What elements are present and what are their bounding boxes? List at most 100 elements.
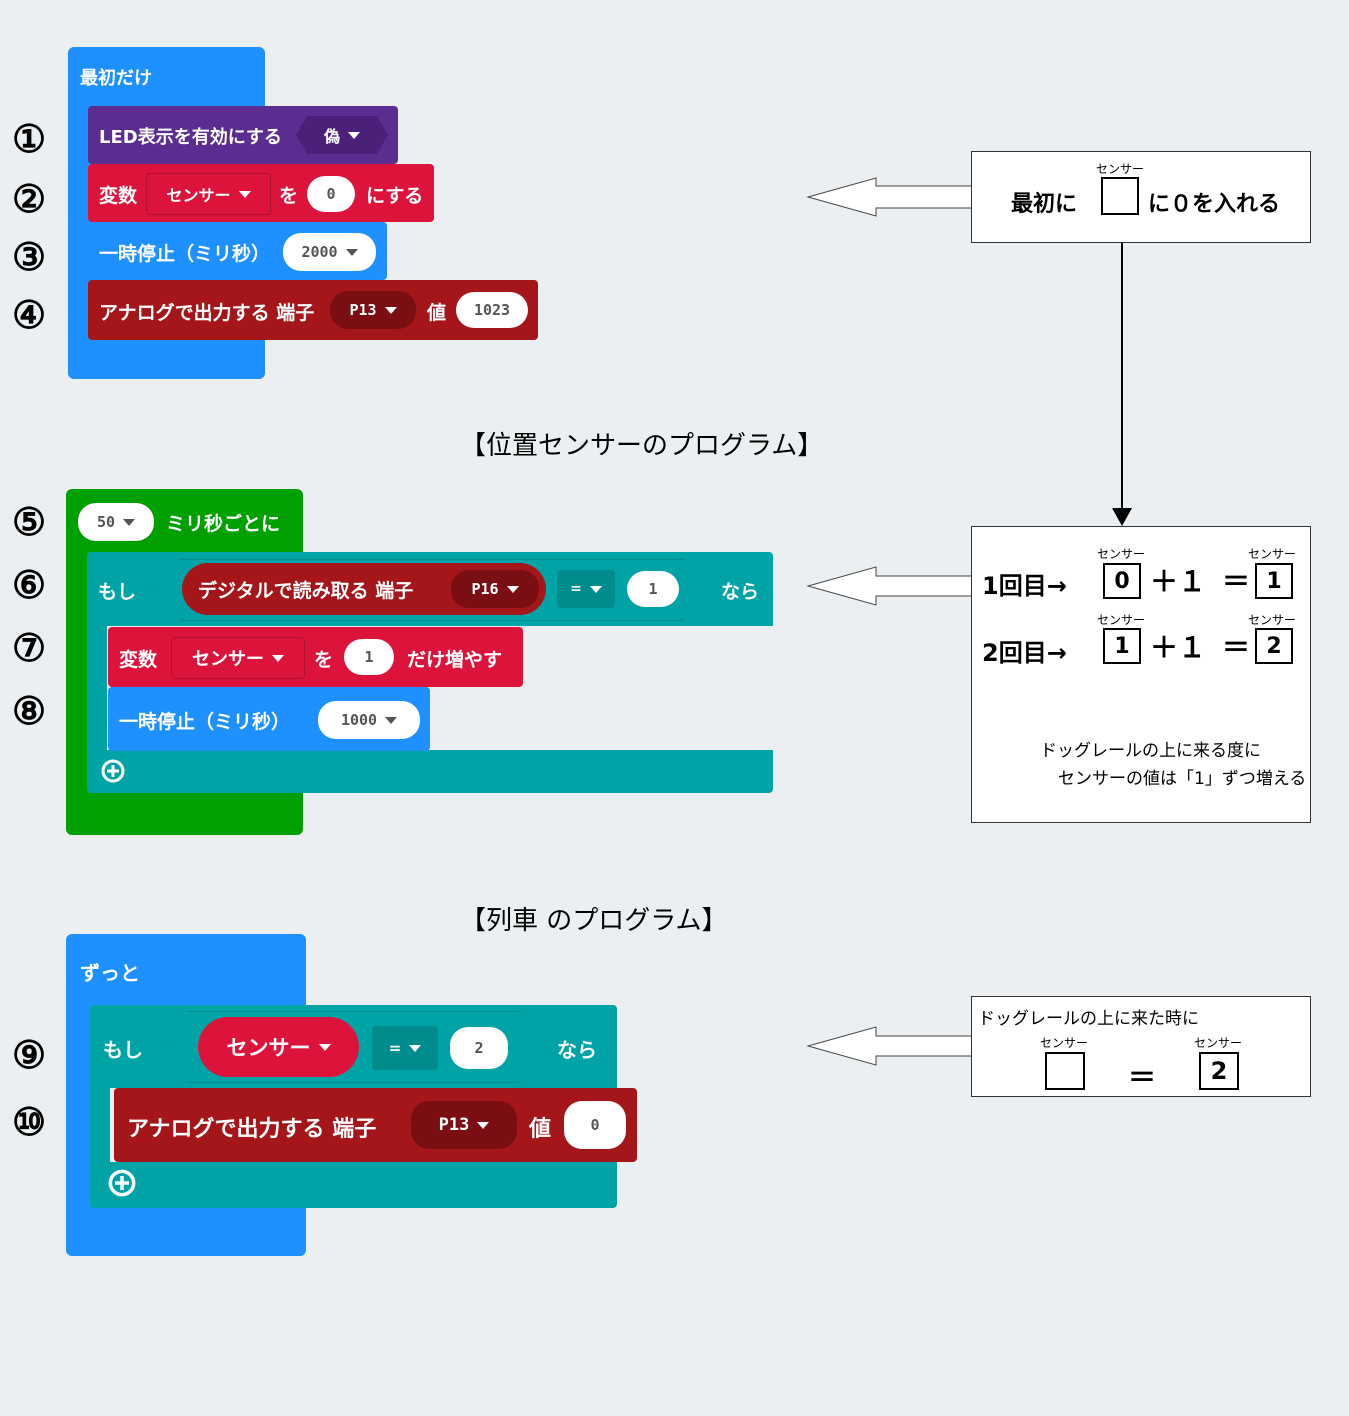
analog-pin-value-2: P13 <box>438 1115 470 1135</box>
compare-value-input[interactable]: 1 <box>627 571 679 607</box>
row1-plus: ＋１ <box>1150 565 1207 598</box>
panel1-prefix: 最初に <box>1011 192 1078 217</box>
led-bool-dropdown[interactable]: 偽 <box>296 116 388 154</box>
panel3-title: ドッグレールの上に来た時に <box>978 1009 1199 1029</box>
on-start-label: 最初だけ <box>80 68 152 89</box>
panel2-note-line1: ドッグレールの上に来る度に <box>1040 741 1261 761</box>
step-number-6: ⑥ <box>12 562 47 607</box>
pause-dropdown-2[interactable]: 1000 <box>318 701 420 739</box>
train-program-heading: 【列車 のプログラム】 <box>460 906 728 936</box>
row2-left-small: センサー <box>1097 613 1146 627</box>
operator-dropdown[interactable]: = <box>557 570 615 608</box>
explain-panel-initial <box>971 151 1311 243</box>
analog-value-input-2[interactable]: 0 <box>564 1101 626 1149</box>
interval-dropdown[interactable]: 50 <box>78 503 154 541</box>
panel3-right-box: 2 <box>1199 1052 1239 1090</box>
explain-panel-counting <box>971 526 1311 823</box>
if-label: もし <box>98 581 137 603</box>
chevron-down-icon <box>477 1121 490 1129</box>
change-variable-label: 変数 <box>119 649 158 671</box>
step-number-7: ⑦ <box>12 625 47 670</box>
if-label-2: もし <box>103 1038 143 1062</box>
chevron-down-icon <box>348 131 360 139</box>
led-enable-label: LED表示を有効にする <box>99 127 282 148</box>
pause-value: 2000 <box>301 243 338 261</box>
chevron-down-icon <box>409 1044 422 1052</box>
variable-dropdown[interactable]: センサー <box>146 173 271 215</box>
row2-label: 2回目→ <box>982 639 1067 667</box>
change-amount-input[interactable]: 1 <box>344 639 394 675</box>
chevron-down-icon <box>318 1043 331 1051</box>
set-variable-wo: を <box>279 185 299 207</box>
row2-right-box: 2 <box>1255 628 1293 664</box>
panel3-right-small: センサー <box>1194 1036 1243 1050</box>
row2-plus: ＋１ <box>1150 631 1207 664</box>
row1-label: 1回目→ <box>982 572 1067 600</box>
step-number-9: ⑨ <box>12 1032 47 1077</box>
digital-pin-value: P16 <box>471 580 499 598</box>
panel3-left-box <box>1045 1052 1085 1090</box>
analog-pin-dropdown-2[interactable]: P13 <box>411 1101 517 1149</box>
row1-left-small: センサー <box>1097 547 1146 561</box>
step-number-3: ③ <box>12 234 47 279</box>
left-arrow-2 <box>806 566 973 606</box>
change-variable-name: センサー <box>192 649 264 670</box>
then-label: なら <box>721 581 760 603</box>
forever-label: ずっと <box>80 961 140 985</box>
pause-label: 一時停止（ミリ秒） <box>99 243 271 265</box>
pause-label-2: 一時停止（ミリ秒） <box>119 711 291 733</box>
variable-name: センサー <box>166 186 231 205</box>
interval-label: ミリ秒ごとに <box>166 513 281 535</box>
analog-write-label-2: アナログで出力する 端子 <box>127 1117 377 1142</box>
operator-value: = <box>570 581 582 597</box>
step-number-2: ② <box>12 176 47 221</box>
led-bool-value: 偽 <box>323 127 340 146</box>
pause-dropdown[interactable]: 2000 <box>283 233 376 271</box>
step-number-8: ⑧ <box>12 688 47 733</box>
step-number-4: ④ <box>12 292 47 337</box>
chevron-down-icon <box>238 190 251 198</box>
row2-right-small: センサー <box>1248 613 1297 627</box>
analog-value-input[interactable]: 1023 <box>456 292 528 328</box>
operator-dropdown-2[interactable]: = <box>372 1026 438 1070</box>
change-variable-suffix: だけ増やす <box>407 649 503 671</box>
then-label-2: なら <box>557 1038 597 1062</box>
analog-write-block-2[interactable] <box>114 1088 637 1162</box>
step-number-5: ⑤ <box>12 499 47 544</box>
set-variable-label: 変数 <box>99 185 138 207</box>
row1-left-box: 0 <box>1103 563 1141 599</box>
panel2-note-line2: センサーの値は「1」ずつ増える <box>1058 769 1307 789</box>
left-arrow-1 <box>806 177 973 217</box>
row1-equals: ＝ <box>1222 565 1251 598</box>
add-else-icon-2[interactable] <box>108 1169 136 1197</box>
panel1-sensor-box <box>1101 177 1139 215</box>
row1-right-small: センサー <box>1248 547 1297 561</box>
digital-pin-dropdown[interactable]: P16 <box>451 570 539 608</box>
set-variable-suffix: にする <box>366 185 424 207</box>
interval-value: 50 <box>96 513 116 531</box>
row1-right-box: 1 <box>1255 563 1293 599</box>
variable-reporter[interactable]: センサー <box>198 1017 359 1077</box>
compare-value-input-2[interactable]: 2 <box>450 1027 508 1069</box>
sensor-program-heading: 【位置センサーのプログラム】 <box>460 431 824 461</box>
change-variable-dropdown[interactable]: センサー <box>171 637 305 679</box>
pause-value-2: 1000 <box>340 711 378 729</box>
add-else-icon[interactable] <box>101 759 125 783</box>
analog-pin-dropdown[interactable]: P13 <box>330 291 416 329</box>
digital-read-label: デジタルで読み取る 端子 <box>198 579 414 602</box>
panel3-left-small: センサー <box>1040 1036 1089 1050</box>
chevron-down-icon <box>123 518 136 526</box>
chevron-down-icon <box>345 248 358 256</box>
step-number-10: ⑩ <box>12 1099 47 1144</box>
set-variable-value[interactable]: 0 <box>307 176 355 212</box>
chevron-down-icon <box>385 716 398 724</box>
row2-equals: ＝ <box>1222 631 1251 664</box>
variable-reporter-name: センサー <box>226 1036 311 1060</box>
step-number-1: ① <box>12 116 47 161</box>
row2-left-box: 1 <box>1103 628 1141 664</box>
panel-connector-arrowhead <box>1112 508 1132 526</box>
analog-value-label: 値 <box>427 302 447 324</box>
operator-value-2: = <box>388 1039 402 1057</box>
change-variable-wo: を <box>314 649 334 671</box>
